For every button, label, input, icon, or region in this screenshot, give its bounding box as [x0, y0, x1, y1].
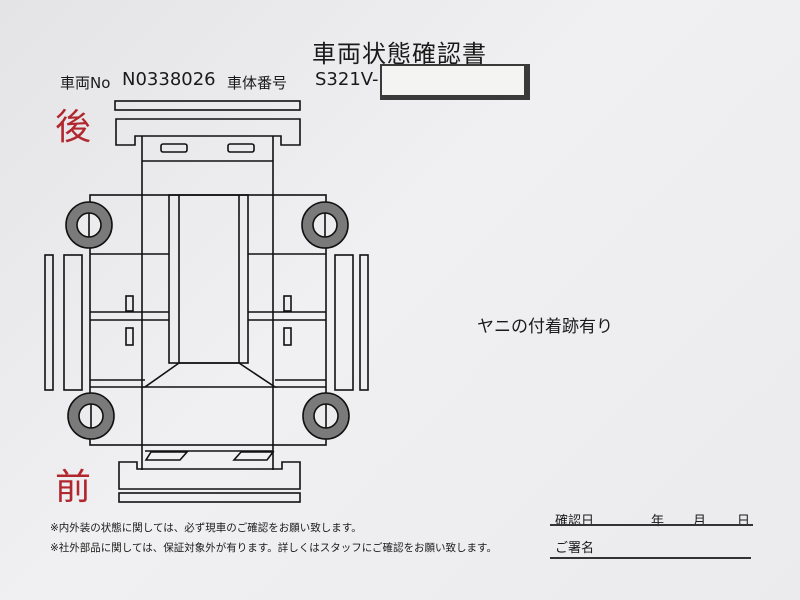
vehicle-no-label: 車両No — [60, 74, 111, 92]
rear-bumper-strip — [114, 100, 301, 111]
door-handle — [125, 327, 134, 346]
door-handle — [283, 295, 292, 312]
headlight-right — [232, 451, 275, 461]
redaction-sticker — [380, 64, 530, 100]
tail-light-right — [227, 143, 255, 153]
date-line — [550, 524, 753, 526]
headlight-left — [144, 451, 189, 461]
windshield — [142, 362, 278, 388]
side-strip — [334, 254, 354, 391]
tail-light-left — [160, 143, 188, 153]
front-bumper — [118, 461, 301, 490]
day-label: 日 — [737, 514, 751, 529]
door-handle — [283, 327, 292, 346]
chassis-no-label: 車体番号 — [227, 74, 288, 92]
rear-label: 後 — [55, 107, 92, 148]
signature-line[interactable] — [550, 557, 751, 559]
chassis-no-value: S321V- — [315, 69, 379, 90]
signature-label: ご署名 — [555, 541, 595, 556]
vehicle-no-value: N0338026 — [122, 69, 216, 90]
rear-bumper — [115, 118, 301, 146]
side-strip — [359, 254, 369, 391]
front-bumper-strip — [118, 492, 301, 503]
front-label: 前 — [55, 467, 92, 508]
confirm-date-label: 確認日 — [555, 514, 595, 529]
side-strip — [44, 254, 54, 391]
document-title: 車両状態確認書 — [312, 40, 487, 68]
side-strip — [63, 254, 83, 391]
roof — [168, 194, 249, 364]
month-label: 月 — [693, 514, 707, 529]
year-label: 年 — [651, 514, 665, 529]
note-1: ※内外装の状態に関しては、必ず現車のご確認をお願い致します。 — [50, 522, 362, 534]
remark-text: ヤニの付着跡有り — [477, 317, 613, 337]
note-2: ※社外部品に関しては、保証対象外が有ります。詳しくはスタッフにご確認をお願い致し… — [50, 542, 497, 554]
door-handle — [125, 295, 134, 312]
